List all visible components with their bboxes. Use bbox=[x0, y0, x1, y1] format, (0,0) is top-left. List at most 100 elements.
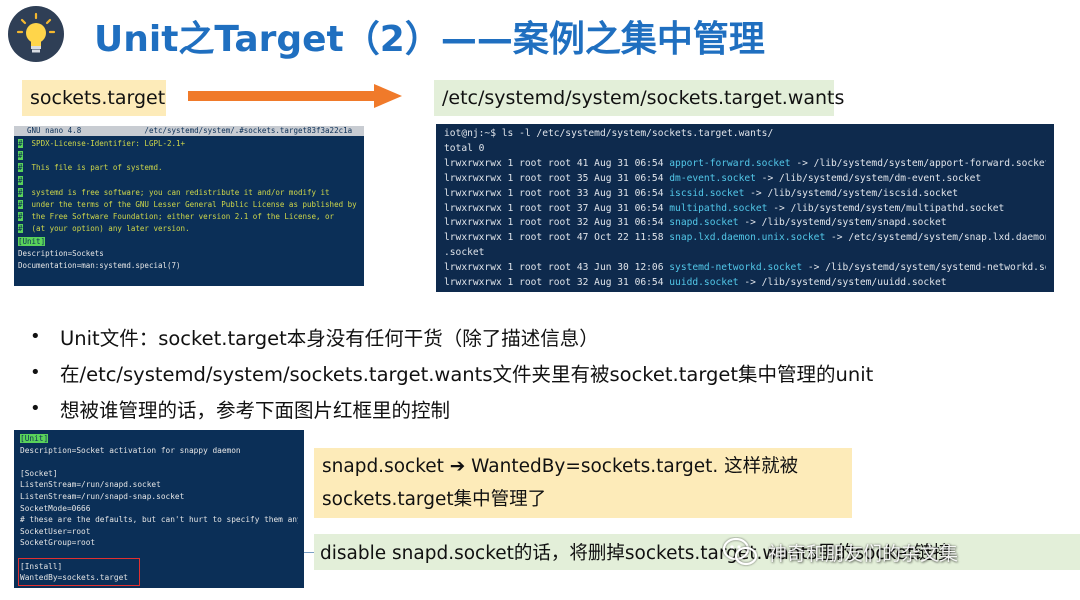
nano-line-text: systemd is free software; you can redist… bbox=[22, 187, 330, 197]
svc-line: SocketMode=0666 bbox=[20, 503, 91, 513]
nano-line: Documentation=man:systemd.special(7) bbox=[18, 260, 360, 272]
ls-meta: lrwxrwxrwx 1 root root 32 Aug 31 06:54 bbox=[444, 217, 670, 229]
nano-lines: # SPDX-License-Identifier: LGPL-2.1+## T… bbox=[18, 138, 360, 272]
svc-line bbox=[20, 456, 298, 468]
note-wantedby: snapd.socket ➔ WantedBy=sockets.target. … bbox=[314, 448, 852, 518]
bullet-dot: • bbox=[30, 361, 41, 383]
list-item: • Unit文件：socket.target本身没有任何干货（除了描述信息） bbox=[30, 318, 873, 354]
ls-rest: -> /lib/systemd/system/uuidd.socket bbox=[738, 277, 947, 289]
nano-line: # SPDX-License-Identifier: LGPL-2.1+ bbox=[18, 138, 360, 150]
ls-name: snap.lxd.daemon.unix.socket bbox=[669, 232, 826, 244]
nano-header: GNU nano 4.8 /etc/systemd/system/.#socke… bbox=[14, 126, 364, 136]
table-row: lrwxrwxrwx 1 root root 41 Aug 31 06:54 a… bbox=[444, 157, 1046, 172]
bullet-dot: • bbox=[30, 325, 41, 347]
nano-line: # This file is part of systemd. bbox=[18, 162, 360, 174]
svc-line: ListenStream=/run/snapd-snap.socket bbox=[20, 491, 185, 501]
nano-line-text: [Unit] bbox=[18, 236, 46, 246]
comment-marker: # bbox=[18, 224, 23, 234]
ls-meta: lrwxrwxrwx 1 root root 33 Aug 31 06:54 bbox=[444, 187, 670, 199]
table-row: lrwxrwxrwx 1 root root 35 Aug 31 06:54 d… bbox=[444, 172, 1046, 187]
ls-name: systemd-networkd.socket bbox=[669, 262, 803, 274]
nano-line: # (at your option) any later version. bbox=[18, 223, 360, 235]
svc-lines: [Unit] Description=Socket activation for … bbox=[20, 433, 298, 584]
note-disable: disable snapd.socket的话，将删掉sockets.target… bbox=[314, 534, 1080, 570]
target-label: /etc/systemd/system/sockets.target.wants bbox=[434, 80, 844, 116]
svc-line: [Unit] bbox=[20, 434, 49, 443]
comment-marker: # bbox=[18, 139, 23, 148]
table-row: .socket bbox=[444, 246, 1046, 261]
table-row: lrwxrwxrwx 1 root root 33 Aug 31 06:54 i… bbox=[444, 187, 1046, 202]
svc-line: SocketGroup=root bbox=[20, 538, 96, 548]
svc-line: SocketUser=root bbox=[20, 526, 91, 536]
ls-rows: lrwxrwxrwx 1 root root 41 Aug 31 06:54 a… bbox=[444, 157, 1046, 291]
bullet-text: 在/etc/systemd/system/sockets.target.want… bbox=[60, 362, 874, 386]
note-wantedby-line2: sockets.target集中管理了 bbox=[322, 489, 547, 510]
svc-line: WantedBy=sockets.target bbox=[20, 573, 128, 583]
svc-line: Description=Socket activation for snappy… bbox=[20, 445, 241, 455]
nano-line-text: Description=Sockets bbox=[18, 248, 104, 258]
ls-meta: lrwxrwxrwx 1 root root 35 Aug 31 06:54 bbox=[444, 172, 670, 184]
nano-line: Description=Sockets bbox=[18, 248, 360, 260]
nano-line-text: under the terms of the GNU Lesser Genera… bbox=[22, 200, 357, 210]
comment-marker: # bbox=[18, 187, 23, 197]
ls-rest: -> /lib/systemd/system/systemd-networkd.… bbox=[807, 262, 1046, 274]
nano-line-text: (at your option) any later version. bbox=[22, 224, 190, 234]
table-row: lrwxrwxrwx 1 root root 32 Aug 31 06:54 s… bbox=[444, 216, 1046, 231]
wechat-icon bbox=[722, 537, 758, 566]
bullet-text: 想被谁管理的话，参考下面图片红框里的控制 bbox=[60, 398, 451, 422]
comment-marker: # bbox=[18, 151, 23, 161]
bullet-text: Unit文件：socket.target本身没有任何干货（除了描述信息） bbox=[60, 326, 599, 350]
ls-name: multipathd.socket bbox=[669, 202, 768, 214]
nano-line: # bbox=[18, 175, 360, 187]
note-wantedby-line1: snapd.socket ➔ WantedBy=sockets.target. … bbox=[322, 456, 799, 477]
ls-meta: lrwxrwxrwx 1 root root 41 Aug 31 06:54 bbox=[444, 157, 670, 169]
nano-line: # the Free Software Foundation; either v… bbox=[18, 211, 360, 223]
page-title: Unit之Target（2）——案例之集中管理 bbox=[94, 19, 765, 60]
ls-name: iscsid.socket bbox=[669, 187, 745, 199]
ls-prompt: iot@nj:~$ ls -l /etc/systemd/system/sock… bbox=[444, 128, 774, 139]
comment-marker: # bbox=[18, 175, 23, 185]
nano-line-text: SPDX-License-Identifier: LGPL-2.1+ bbox=[22, 139, 186, 148]
nano-line: # bbox=[18, 150, 360, 162]
list-item: •想被谁管理的话，参考下面图片红框里的控制 bbox=[30, 390, 873, 426]
comment-marker: # bbox=[18, 212, 23, 222]
bullet-list: • Unit文件：socket.target本身没有任何干货（除了描述信息） • 在… bbox=[30, 318, 873, 426]
right-arrow-icon bbox=[188, 84, 402, 108]
install-section-highlight bbox=[18, 558, 140, 586]
ls-terminal-screenshot: iot@nj:~$ ls -l /etc/systemd/system/sock… bbox=[436, 124, 1054, 292]
nano-line-text: This file is part of systemd. bbox=[22, 163, 163, 173]
nano-editor-screenshot: GNU nano 4.8 /etc/systemd/system/.#socke… bbox=[14, 126, 364, 286]
ls-total: total 0 bbox=[444, 142, 485, 154]
ls-meta: lrwxrwxrwx 1 root root 32 Aug 31 06:54 bbox=[444, 277, 670, 289]
ls-name: snapd.socket bbox=[669, 217, 739, 229]
watermark: 神奇和朋友们的杂文集 bbox=[722, 532, 1078, 572]
comment-marker: # bbox=[18, 200, 23, 210]
ls-name: uuidd.socket bbox=[669, 277, 739, 289]
ls-name: dm-event.socket bbox=[669, 172, 756, 184]
ls-meta: .socket bbox=[444, 247, 485, 259]
nano-line: [Unit] bbox=[18, 236, 360, 248]
ls-meta: lrwxrwxrwx 1 root root 43 Jun 30 12:06 bbox=[444, 262, 670, 274]
ls-rest: -> /lib/systemd/system/iscsid.socket bbox=[744, 187, 959, 199]
nano-line: # under the terms of the GNU Lesser Gene… bbox=[18, 199, 360, 211]
nano-line: # systemd is free software; you can redi… bbox=[18, 187, 360, 199]
ls-name: apport-forward.socket bbox=[669, 157, 791, 169]
table-row: lrwxrwxrwx 1 root root 37 Aug 31 06:54 m… bbox=[444, 202, 1046, 217]
source-label: sockets.target bbox=[22, 80, 166, 116]
table-row: lrwxrwxrwx 1 root root 47 Oct 22 11:58 s… bbox=[444, 231, 1046, 246]
ls-meta: lrwxrwxrwx 1 root root 37 Aug 31 06:54 bbox=[444, 202, 670, 214]
lightbulb-logo bbox=[8, 6, 64, 62]
comment-marker: # bbox=[18, 163, 23, 173]
ls-rest: -> /lib/systemd/system/apport-forward.so… bbox=[790, 157, 1046, 169]
table-row: lrwxrwxrwx 1 root root 43 Jun 30 12:06 s… bbox=[444, 261, 1046, 276]
svc-line: ListenStream=/run/snapd.socket bbox=[20, 480, 161, 490]
ls-rest: -> /lib/systemd/system/dm-event.socket bbox=[755, 172, 982, 184]
svc-line: [Socket] bbox=[20, 468, 58, 478]
ls-rest: -> /etc/systemd/system/snap.lxd.daemon.u… bbox=[830, 232, 1046, 244]
ls-rest: -> /lib/systemd/system/snapd.socket bbox=[738, 217, 947, 229]
svc-line: [Install] bbox=[20, 561, 63, 571]
nano-line-text: Documentation=man:systemd.special(7) bbox=[18, 261, 181, 271]
nano-line-text: the Free Software Foundation; either ver… bbox=[22, 212, 335, 222]
ls-rest: -> /lib/systemd/system/multipathd.socket bbox=[767, 202, 1005, 214]
list-item: • 在/etc/systemd/system/sockets.target.wan… bbox=[30, 354, 873, 390]
